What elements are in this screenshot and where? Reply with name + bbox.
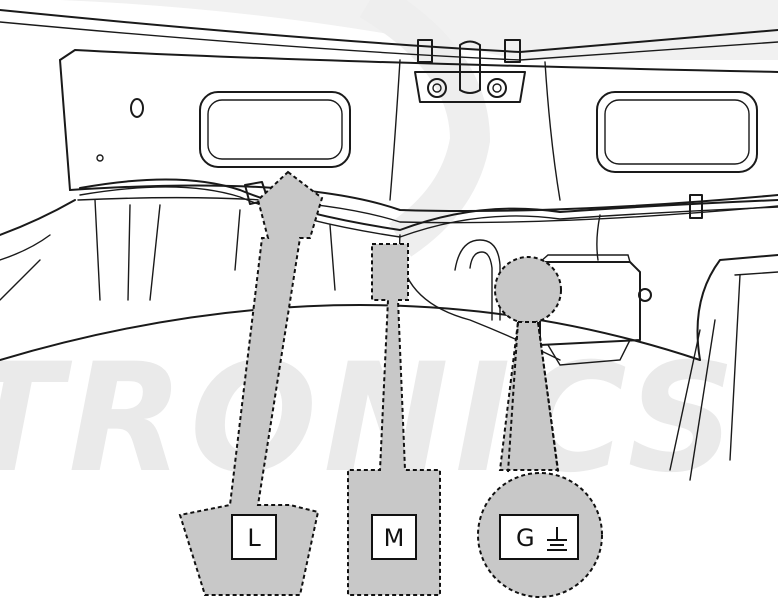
label-g-box [499, 514, 579, 560]
callout-g: G [477, 256, 603, 598]
label-m-box [371, 514, 417, 560]
label-g: G [516, 524, 535, 552]
ground-symbol-icon [547, 527, 567, 551]
label-l: L [247, 524, 261, 552]
label-m: M [384, 524, 405, 552]
vehicle-body-drawing [0, 9, 778, 481]
label-l-box [231, 514, 277, 560]
callout-m: M [347, 243, 441, 596]
callout-l: L [178, 170, 324, 596]
